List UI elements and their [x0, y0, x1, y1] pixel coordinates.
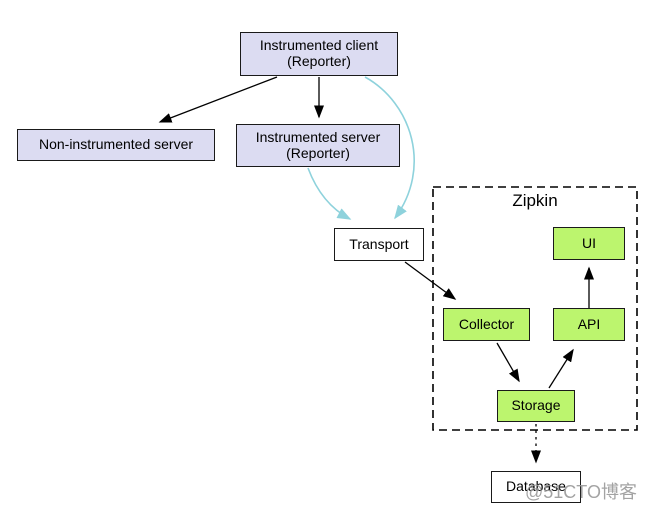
node-ui: UI: [553, 227, 625, 260]
node-instrumented-client-line1: Instrumented client: [259, 37, 379, 54]
node-transport-label: Transport: [349, 235, 409, 252]
edge-storage-to-api: [548, 348, 574, 389]
node-storage-label: Storage: [511, 397, 561, 414]
edge-transport-to-collector: [404, 261, 457, 300]
node-api: API: [553, 308, 625, 341]
node-instrumented-server-line1: Instrumented server: [255, 128, 381, 145]
zipkin-group-title: Zipkin: [512, 191, 558, 210]
node-instrumented-client: Instrumented client (Reporter): [240, 32, 398, 76]
node-transport: Transport: [334, 228, 424, 261]
edge-server-to-transport: [307, 167, 352, 220]
zipkin-group-boundary: [432, 186, 638, 431]
edge-client-to-noninstrumented-server: [158, 76, 278, 123]
node-collector-label: Collector: [458, 315, 515, 332]
51cto-watermark: @51CTO博客: [525, 482, 637, 502]
node-instrumented-client-line2: (Reporter): [287, 53, 351, 69]
node-database-label: Database: [506, 478, 566, 495]
node-storage: Storage: [497, 390, 575, 422]
node-instrumented-server-line2: (Reporter): [286, 144, 350, 161]
node-ui-label: UI: [582, 234, 596, 251]
edge-client-to-transport: [364, 76, 415, 220]
node-instrumented-server: Instrumented server (Reporter): [236, 124, 400, 167]
node-api-label: API: [577, 315, 601, 332]
edge-collector-to-storage: [496, 342, 520, 383]
node-non-instrumented-server-label: Non-instrumented server: [38, 136, 194, 153]
node-non-instrumented-server: Non-instrumented server: [17, 129, 215, 161]
node-collector: Collector: [443, 308, 530, 341]
node-database: Database: [491, 471, 581, 503]
